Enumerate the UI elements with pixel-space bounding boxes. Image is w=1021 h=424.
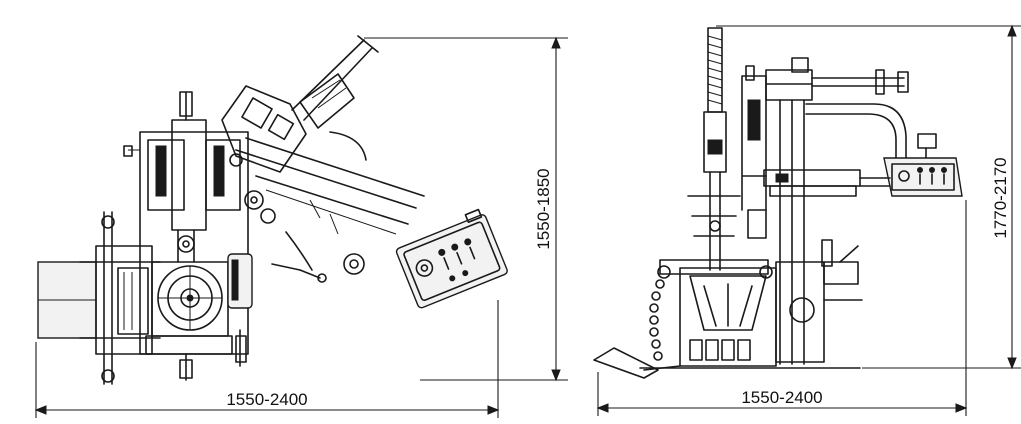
control-box-right [883, 157, 963, 197]
control-box-left [395, 208, 508, 309]
foot-pedal [593, 347, 659, 379]
left-height-label: 1550-1850 [534, 168, 553, 249]
right-width-dimension: 1550-2400 [596, 200, 968, 416]
right-height-dimension: 1770-2170 [716, 24, 1021, 370]
mount-arm [221, 35, 425, 283]
display-screen [917, 133, 937, 149]
right-width-label: 1550-2400 [741, 388, 822, 407]
right-height-label: 1770-2170 [991, 157, 1010, 238]
hose-chain [649, 279, 665, 361]
left-height-dimension: 1550-1850 [364, 36, 568, 382]
left-machine-view [37, 35, 508, 385]
curved-arm [805, 103, 907, 165]
right-machine-view [593, 27, 963, 379]
left-width-dimension: 1550-2400 [34, 300, 500, 418]
left-width-label: 1550-2400 [226, 390, 307, 409]
